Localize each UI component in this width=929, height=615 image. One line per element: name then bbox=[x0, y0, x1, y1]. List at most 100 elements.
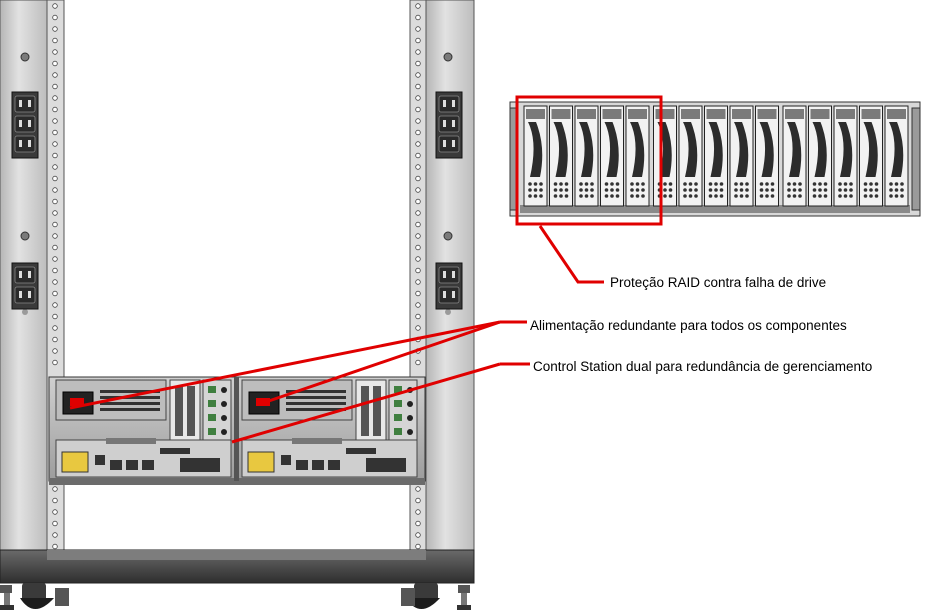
rail-hole bbox=[415, 26, 421, 32]
disk-drive-icon bbox=[704, 105, 728, 207]
rail-holes bbox=[52, 3, 421, 550]
power-outlet-icon bbox=[14, 115, 36, 133]
rail-hole bbox=[52, 509, 58, 515]
raid-highlight-box bbox=[515, 95, 663, 226]
rail-hole bbox=[52, 198, 58, 205]
screw-icon bbox=[20, 231, 30, 241]
rail-hole bbox=[52, 279, 58, 285]
rail-hole bbox=[52, 210, 58, 216]
rail-hole bbox=[415, 3, 421, 9]
rail-hole bbox=[415, 509, 421, 515]
rail-hole bbox=[415, 359, 421, 366]
screw-icon bbox=[22, 309, 28, 315]
rail-hole bbox=[52, 95, 58, 101]
control-station-module bbox=[55, 379, 232, 478]
rail-hole bbox=[415, 244, 421, 251]
disk-drive-icon bbox=[653, 105, 677, 207]
screw-icon bbox=[445, 309, 451, 315]
rail-hole bbox=[52, 486, 58, 492]
disk-drive-icon bbox=[523, 105, 548, 207]
rail-hole bbox=[52, 325, 58, 331]
rail-hole bbox=[52, 141, 58, 147]
connector-icon bbox=[61, 451, 89, 473]
rail-hole bbox=[415, 187, 421, 193]
rail-hole bbox=[52, 543, 58, 550]
rail-hole bbox=[415, 72, 421, 78]
rail-hole bbox=[415, 325, 421, 331]
rack-base-lip bbox=[47, 550, 426, 560]
rail-hole bbox=[415, 95, 421, 101]
power-annotation: Alimentação redundante para todos os com… bbox=[530, 318, 847, 333]
rail-hole bbox=[52, 129, 58, 136]
rail-hole bbox=[52, 290, 58, 297]
rail-hole bbox=[52, 221, 58, 228]
rail-hole bbox=[415, 302, 421, 308]
rail-hole bbox=[415, 210, 421, 216]
rail-hole bbox=[415, 118, 421, 124]
power-outlet-icon bbox=[438, 95, 460, 113]
power-callout-line bbox=[69, 320, 501, 410]
control-station-chassis bbox=[48, 376, 426, 485]
rail-hole bbox=[415, 543, 421, 550]
disk-drive-icon bbox=[782, 105, 807, 207]
rail-hole bbox=[415, 60, 421, 67]
rail-hole bbox=[415, 37, 421, 44]
rail-hole bbox=[415, 152, 421, 159]
rail-hole bbox=[415, 83, 421, 90]
disk-drive-icon bbox=[808, 105, 832, 207]
power-outlet-icon bbox=[438, 135, 460, 153]
disk-drive-icon bbox=[729, 105, 754, 207]
rail-hole bbox=[52, 152, 58, 159]
rail-hole bbox=[52, 3, 58, 9]
rail-hole bbox=[52, 359, 58, 366]
rail-hole bbox=[52, 60, 58, 67]
rail-hole bbox=[415, 164, 421, 170]
disk-drive-icon bbox=[678, 105, 703, 207]
rail-hole bbox=[52, 14, 58, 21]
rail-hole bbox=[52, 106, 58, 113]
screw-icon bbox=[20, 52, 30, 62]
rail-hole bbox=[415, 256, 421, 262]
rail-hole bbox=[415, 486, 421, 492]
control-station-annotation: Control Station dual para redundância de… bbox=[533, 359, 873, 374]
rail-hole bbox=[52, 175, 58, 182]
rail-hole bbox=[415, 290, 421, 297]
caster-wheel-icon bbox=[20, 583, 69, 609]
rail-hole bbox=[52, 164, 58, 170]
rail-hole bbox=[415, 14, 421, 21]
caster-wheel-icon bbox=[401, 583, 440, 609]
rail-hole bbox=[52, 233, 58, 239]
disk-drive-icon bbox=[625, 105, 650, 207]
disk-array-enclosure bbox=[509, 101, 921, 217]
power-outlet-icon bbox=[14, 266, 36, 284]
equipment-rack bbox=[0, 0, 475, 610]
disk-drive-icon bbox=[549, 105, 573, 207]
raid-annotation: Proteção RAID contra falha de drive bbox=[610, 275, 827, 290]
rail-hole bbox=[415, 175, 421, 182]
control-station-callout-line bbox=[231, 362, 501, 444]
rail-hole bbox=[415, 221, 421, 228]
power-outlets bbox=[11, 91, 463, 310]
rail-hole bbox=[415, 267, 421, 274]
rail-hole bbox=[52, 267, 58, 274]
rail-hole bbox=[415, 279, 421, 285]
drive-bays bbox=[523, 105, 909, 207]
rail-hole bbox=[52, 497, 58, 504]
disk-drive-icon bbox=[574, 105, 599, 207]
disk-drive-icon bbox=[884, 105, 909, 207]
rail-hole bbox=[415, 129, 421, 136]
connector-icon bbox=[247, 451, 275, 473]
leveling-foot-icon bbox=[457, 585, 471, 610]
rail-hole bbox=[415, 49, 421, 55]
rail-hole bbox=[415, 520, 421, 527]
rail-hole bbox=[415, 198, 421, 205]
rail-hole bbox=[52, 49, 58, 55]
screw-icon bbox=[443, 231, 453, 241]
callouts bbox=[69, 95, 663, 444]
power-outlet-icon bbox=[14, 286, 36, 304]
rail-hole bbox=[52, 72, 58, 78]
rail-hole bbox=[52, 302, 58, 308]
rail-hole bbox=[52, 348, 58, 354]
rail-hole bbox=[52, 37, 58, 44]
